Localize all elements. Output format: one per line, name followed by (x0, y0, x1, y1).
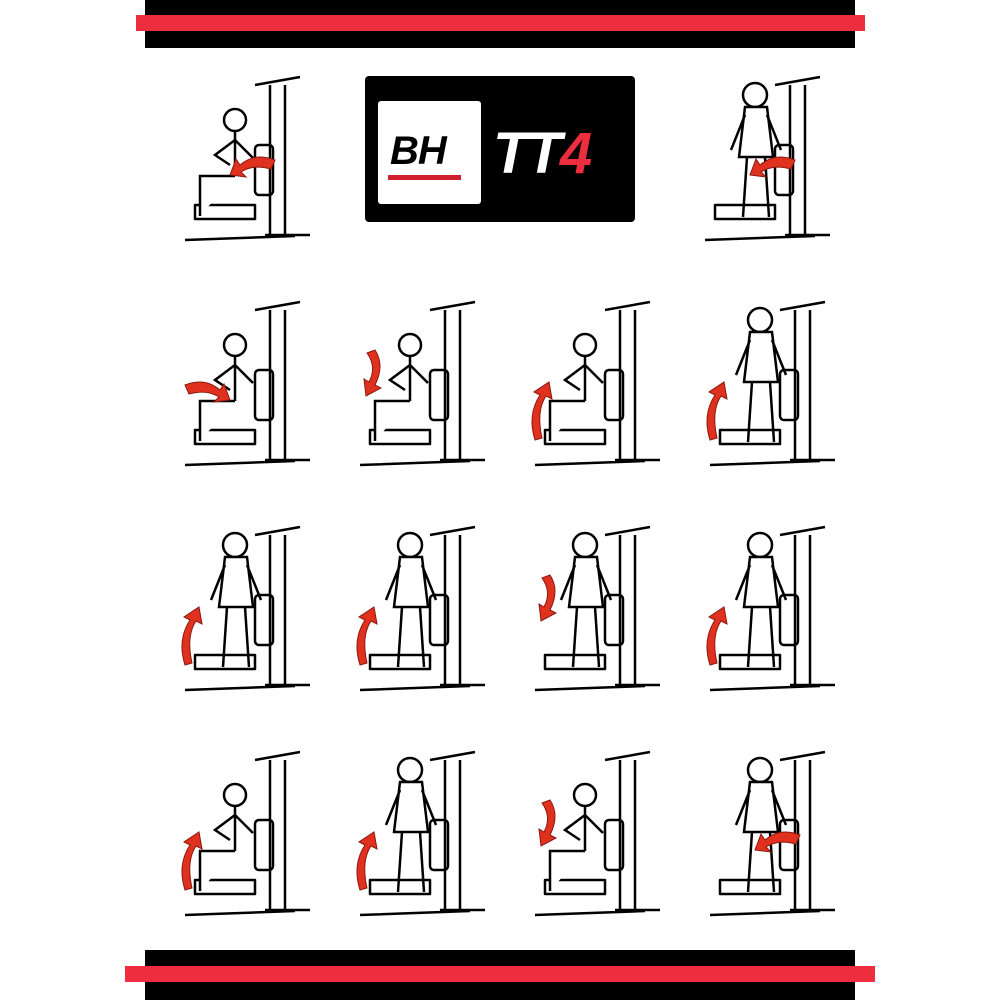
gym-machine-frame (534, 750, 660, 917)
gym-machine-frame (709, 525, 835, 692)
person-figure (734, 756, 788, 893)
arrow-up-icon (531, 381, 553, 441)
gym-machine-frame (359, 300, 485, 467)
arrow-left-icon (749, 156, 796, 178)
person-figure (209, 531, 263, 668)
exercise-illustration (155, 290, 315, 480)
arrow-up-icon (706, 606, 728, 666)
arrow-left-icon (229, 156, 276, 178)
brand-logo: BH TT4 (365, 76, 635, 222)
exercise-illustration (680, 290, 840, 480)
exercise-illustration (675, 65, 835, 255)
arrow-up-icon (181, 831, 203, 891)
exercise-illustration (330, 740, 490, 930)
exercise-illustration (680, 515, 840, 705)
arrow-up-icon (706, 381, 728, 441)
top-red-stripe (136, 15, 865, 31)
person-figure (734, 306, 788, 443)
brand-logo-box: BH (378, 101, 481, 204)
exercise-figure (181, 750, 310, 917)
exercise-illustration (330, 515, 490, 705)
exercise-illustration (505, 515, 665, 705)
bottom-red-stripe (125, 966, 875, 982)
exercise-figure (184, 75, 310, 242)
exercise-figure (706, 525, 835, 692)
exercise-illustration (155, 740, 315, 930)
exercise-figure (534, 525, 660, 692)
arrow-right-icon (184, 381, 231, 403)
gym-machine-frame (184, 525, 310, 692)
exercise-figure (356, 525, 485, 692)
gym-machine-frame (184, 750, 310, 917)
exercise-figure (706, 300, 835, 467)
gym-machine-frame (184, 75, 310, 242)
exercise-illustration (155, 515, 315, 705)
exercise-figure (181, 525, 310, 692)
brand-underline (388, 175, 461, 180)
person-figure (198, 332, 254, 441)
exercise-figure (184, 300, 310, 467)
arrow-down-icon (363, 349, 383, 397)
gym-machine-frame (709, 750, 835, 917)
gym-machine-frame (534, 525, 660, 692)
model-number: 4 (559, 121, 592, 186)
person-figure (384, 531, 438, 668)
model-name: TT4 (493, 120, 592, 187)
arrow-down-icon (538, 799, 558, 847)
brand-name: BH (390, 129, 447, 173)
person-figure (548, 782, 604, 891)
person-figure (198, 782, 254, 891)
exercise-figure (359, 300, 485, 467)
person-figure (384, 756, 438, 893)
arrow-up-icon (356, 831, 378, 891)
gym-machine-frame (534, 300, 660, 467)
person-figure (559, 531, 613, 668)
person-figure (198, 107, 254, 216)
person-figure (548, 332, 604, 441)
gym-machine-frame (184, 300, 310, 467)
person-figure (729, 81, 783, 218)
person-figure (373, 332, 429, 441)
exercise-illustration (330, 290, 490, 480)
arrow-down-icon (538, 574, 558, 622)
model-prefix: TT (493, 121, 562, 186)
arrow-left-icon (754, 831, 801, 853)
exercise-illustration (505, 290, 665, 480)
exercise-illustration (155, 65, 315, 255)
arrow-up-icon (356, 606, 378, 666)
exercise-illustration (680, 740, 840, 930)
arrow-up-icon (181, 606, 203, 666)
gym-machine-frame (359, 525, 485, 692)
exercise-figure (531, 300, 660, 467)
exercise-illustration (505, 740, 665, 930)
gym-machine-frame (704, 75, 830, 242)
exercise-figure (534, 750, 660, 917)
exercise-figure (356, 750, 485, 917)
exercise-figure (704, 75, 830, 242)
exercise-figure (709, 750, 835, 917)
gym-machine-frame (709, 300, 835, 467)
gym-machine-frame (359, 750, 485, 917)
person-figure (734, 531, 788, 668)
